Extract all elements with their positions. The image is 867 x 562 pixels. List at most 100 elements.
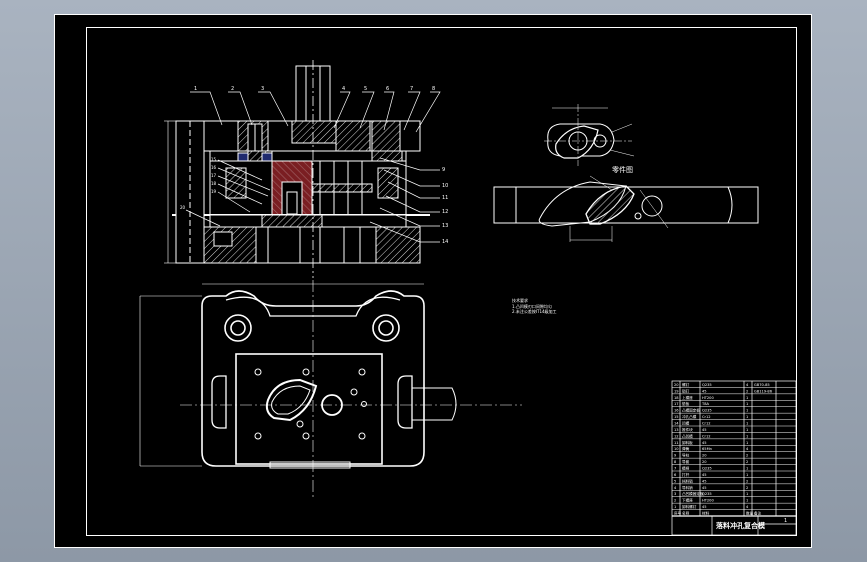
bom-cell-name: 垫板: [682, 401, 690, 406]
leader-label: 7: [410, 86, 413, 92]
bom-cell-name: 凸凹模固定板: [682, 491, 704, 496]
bom-cell-mat: T8A: [701, 402, 709, 406]
plan-view: [201, 290, 457, 469]
leader-label: 18: [211, 181, 217, 186]
bom-cell-no: 6: [674, 473, 677, 477]
leader-label: 16: [211, 165, 217, 170]
bom-cell-no: 17: [674, 402, 679, 406]
bom-cell-qty: 4: [746, 383, 749, 387]
bom-cell-qty: 1: [746, 422, 748, 426]
leader-labels-right: 9 10 11 12 13 14: [442, 167, 448, 245]
technical-notes: 技术要求 1.凸凹模刃口间隙均匀 2.未注公差按IT14级加工: [512, 297, 557, 314]
leader-labels-top: 1 2 3 4 5 6 7 8: [194, 86, 435, 92]
leader-label: 10: [442, 183, 448, 189]
bom-cell-qty: 1: [746, 428, 748, 432]
bom-cell-no: 10: [674, 447, 679, 451]
bom-cell-mat: Q235: [702, 492, 712, 496]
title-block-code: 1: [784, 518, 787, 524]
bom-cell-no: 13: [674, 428, 679, 432]
bom-cell-mat: HT200: [702, 396, 714, 400]
bom-cell-name: 凸凹模: [682, 433, 693, 438]
bom-cell-no: 9: [674, 454, 677, 458]
bom-cell-name: 名称: [682, 511, 690, 516]
bom-cell-qty: 2: [746, 479, 748, 483]
section-view: [164, 60, 430, 278]
bom-cell-no: 3: [674, 492, 676, 496]
leader-label: 17: [211, 173, 217, 178]
bom-cell-name: 导套: [682, 459, 690, 464]
inner-frame: [86, 27, 797, 536]
bom-cell-qty: 1: [746, 499, 748, 503]
bom-cell-name: 挡料销: [682, 478, 693, 483]
bom-cell-no: 18: [674, 396, 679, 400]
bom-cell-qty: 4: [746, 505, 749, 509]
bom-cell-qty: 1: [746, 473, 748, 477]
bom-cell-qty: 1: [746, 396, 748, 400]
bom-cell-no: 12: [674, 434, 679, 438]
bom-cell-mat: 20: [702, 454, 707, 458]
bom-cell-no: 5: [674, 479, 676, 483]
bom-cell-mat: Cr12: [702, 415, 711, 419]
leader-label: 1: [194, 86, 197, 92]
bom-cell-no: 19: [674, 389, 679, 393]
bom-cell-qty: 2: [746, 460, 748, 464]
leader-lines-right: [369, 157, 440, 243]
bom-cell-qty: 1: [746, 409, 748, 413]
bom-cell-name: 销钉: [682, 388, 690, 393]
bom-cell-qty: 2: [746, 486, 748, 490]
leader-label: 20: [180, 205, 186, 210]
plan-centerlines: [180, 280, 522, 500]
bom-cell-qty: 1: [746, 415, 748, 419]
plan-dimensions: [139, 283, 424, 467]
bom-cell-mat: Q235: [702, 467, 712, 471]
outer-frame: [54, 14, 812, 548]
bom-cell-no: 7: [674, 467, 676, 471]
bom-cell-std: GB119-86: [754, 389, 773, 393]
bom-cell-qty: 1: [746, 402, 748, 406]
bom-cell-qty: 数量: [746, 511, 754, 516]
bom-cell-std: 备注: [754, 511, 762, 516]
bom-cell-no: 1: [674, 505, 676, 509]
leader-label: 2: [231, 86, 234, 92]
bom-cell-mat: 材料: [702, 511, 710, 516]
bom-cell-qty: 2: [746, 454, 748, 458]
notes-heading: 技术要求: [512, 297, 528, 303]
bom-cell-qty: 1: [746, 434, 748, 438]
note-1: 1.凸凹模刃口间隙均匀: [512, 303, 552, 309]
bom-cell-mat: 45: [702, 505, 707, 509]
bom-cell-name: 上模座: [682, 395, 693, 400]
leader-label: 5: [364, 86, 367, 92]
leader-label: 12: [442, 209, 448, 215]
bom-cell-mat: 45: [702, 389, 707, 393]
bom-cell-name: 螺钉: [682, 382, 690, 387]
leader-label: 9: [442, 167, 445, 173]
bom-cell-mat: Q235: [702, 383, 712, 387]
bom-cell-name: 推件块: [682, 427, 693, 432]
bom-cell-no: 2: [674, 499, 676, 503]
bom-cell-qty: 2: [746, 389, 748, 393]
strip-layout: [493, 175, 759, 242]
leader-label: 3: [261, 86, 264, 92]
bom-cell-mat: 45: [702, 486, 707, 490]
leader-label: 8: [432, 86, 435, 92]
bom-cell-mat: Cr12: [702, 434, 711, 438]
bom-cell-mat: Cr12: [702, 422, 711, 426]
leader-label: 4: [342, 86, 345, 92]
detail-view-label: 零件图: [612, 165, 633, 174]
note-2: 2.未注公差按IT14级加工: [512, 308, 557, 314]
bom-cell-mat: HT200: [702, 499, 714, 503]
drawing-sheet: [54, 14, 812, 548]
bom-cell-qty: 1: [746, 492, 748, 496]
bom-cell-name: 打杆: [682, 472, 690, 477]
bom-cell-mat: 45: [702, 473, 707, 477]
plan-view-details: [254, 368, 367, 440]
bom-cell-name: 导料销: [682, 485, 693, 490]
bom-cell-name: 卸料螺钉: [682, 504, 697, 509]
title-block-title: 落料冲孔复合模: [716, 521, 766, 530]
bom-cell-no: 11: [674, 441, 679, 445]
bom-cell-no: 4: [674, 486, 677, 490]
bom-cell-qty: 1: [746, 467, 748, 471]
bom-cell-qty: 1: [746, 441, 748, 445]
